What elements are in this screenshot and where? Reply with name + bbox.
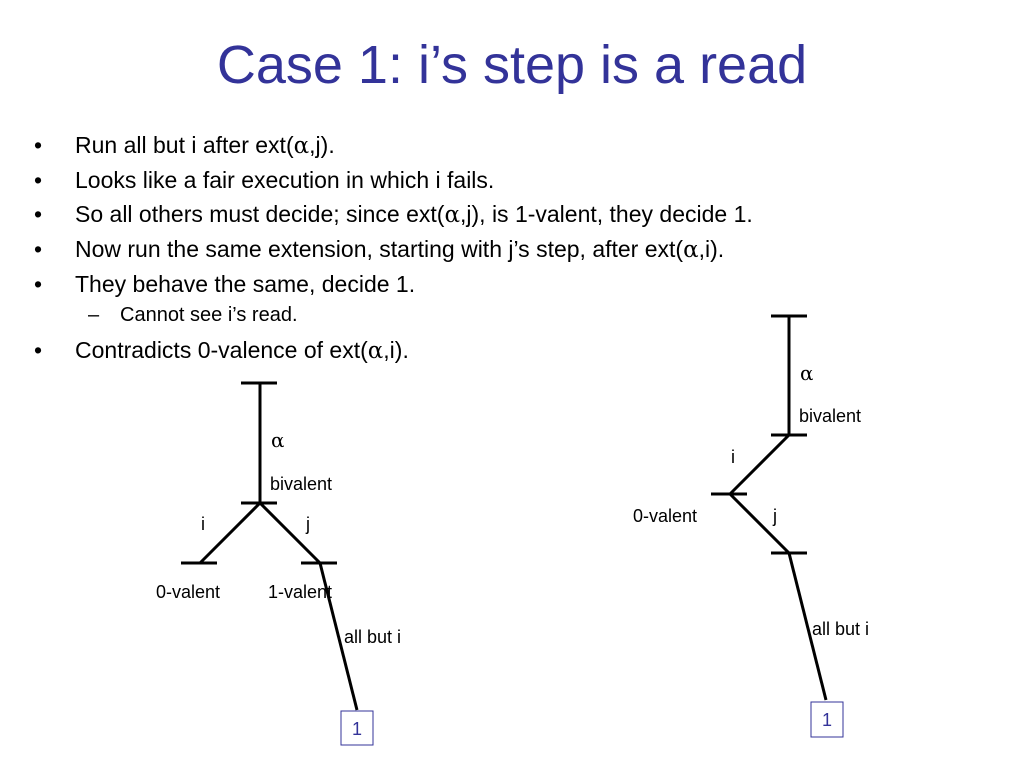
bivalent-label: bivalent	[270, 474, 332, 494]
alpha-label: α	[271, 428, 285, 452]
bullet-item: • Contradicts 0-valence of ext(α,i).	[30, 333, 753, 368]
bullet-item: • They behave the same, decide 1.	[30, 267, 753, 301]
step-j-label: j	[772, 506, 777, 526]
branch-i-label: i	[201, 514, 205, 534]
bullet-marker: •	[34, 236, 43, 262]
sub-bullet-item: – Cannot see i’s read.	[30, 301, 753, 329]
step-i-edge	[728, 433, 791, 496]
slide-title: Case 1: i’s step is a read	[216, 35, 808, 95]
alpha-symbol: α	[683, 237, 699, 263]
bullet-marker: •	[34, 337, 43, 363]
step-j-edge	[728, 492, 791, 555]
all-but-i-label: all but i	[812, 619, 869, 639]
branch-i-edge	[198, 501, 262, 565]
alpha-symbol: α	[367, 338, 384, 364]
step-i-label: i	[731, 447, 735, 467]
sub-bullet-marker: –	[88, 304, 100, 326]
alpha-symbol: α	[293, 133, 310, 159]
zero-valent-label: 0-valent	[633, 506, 697, 526]
all-but-i-label: all but i	[344, 627, 401, 647]
zero-valent-label: 0-valent	[156, 582, 220, 602]
all-but-i-edge	[318, 562, 359, 711]
bullet-item: • So all others must decide; since ext(α…	[30, 197, 753, 232]
branch-j-label: j	[305, 514, 310, 534]
all-but-i-edge	[787, 552, 828, 701]
bullet-item: • Looks like a fair execution in which i…	[30, 163, 753, 197]
branch-j-edge	[258, 501, 322, 565]
decision-box	[810, 701, 844, 738]
bullet-marker: •	[34, 201, 43, 227]
one-valent-label: 1-valent	[268, 582, 332, 602]
decision-value: 1	[352, 719, 362, 739]
bullet-item: • Now run the same extension, starting w…	[30, 232, 753, 267]
bullet-list: • Run all but i after ext(α,j). • Looks …	[30, 128, 753, 368]
bullet-marker: •	[34, 271, 43, 297]
decision-value: 1	[822, 710, 832, 730]
bullet-marker: •	[34, 132, 43, 158]
bullet-marker: •	[34, 167, 43, 193]
decision-box	[340, 710, 374, 746]
alpha-symbol: α	[444, 202, 460, 228]
bivalent-label: bivalent	[799, 406, 861, 426]
bullet-item: • Run all but i after ext(α,j).	[30, 128, 753, 163]
alpha-label: α	[800, 361, 814, 385]
